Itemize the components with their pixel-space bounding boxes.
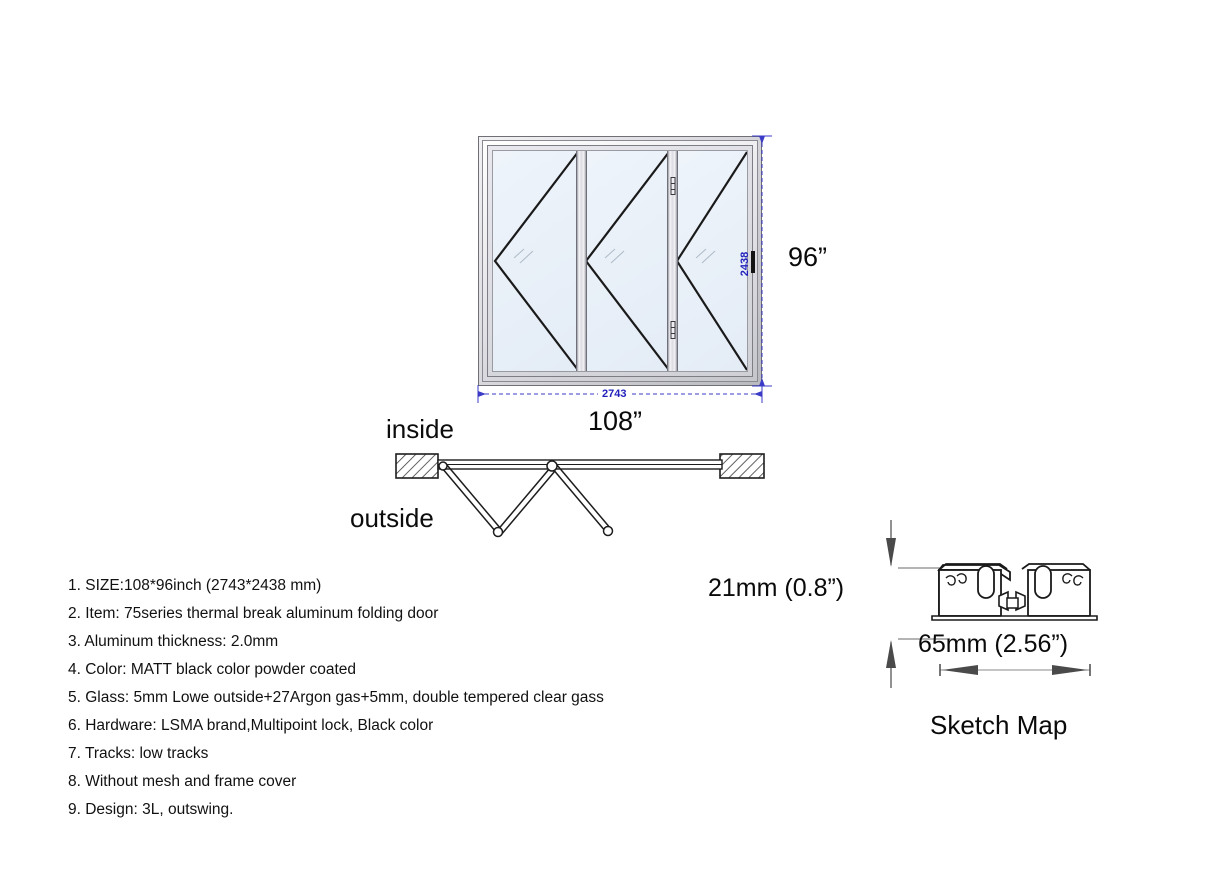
profile-height-dimension <box>886 520 950 688</box>
height-dimension-mm: 2438 <box>739 251 751 277</box>
label-outside: outside <box>350 503 434 533</box>
door-leaf-1 <box>493 151 578 371</box>
door-handle <box>751 251 755 273</box>
wall-block-left <box>395 453 439 479</box>
multipoint-lock-icon-upper <box>670 177 675 195</box>
folded-panels <box>441 464 612 536</box>
profile-width-dimension <box>939 664 1091 676</box>
label-inside: inside <box>386 414 454 444</box>
height-dimension-line <box>752 135 772 387</box>
spec-item: 5. Glass: 5mm Lowe outside+27Argon gas+5… <box>68 689 604 706</box>
spec-item: 1. SIZE:108*96inch (2743*2438 mm) <box>68 577 322 594</box>
mullion-2 <box>667 151 678 371</box>
spec-item: 9. Design: 3L, outswing. <box>68 801 234 818</box>
profile-section-view <box>860 520 1205 750</box>
hinge-pivots <box>438 460 614 538</box>
plan-section-view <box>380 440 780 550</box>
multipoint-lock-icon-lower <box>670 321 675 339</box>
height-dimension-inch: 96” <box>788 242 828 272</box>
spec-item: 7. Tracks: low tracks <box>68 745 209 762</box>
wall-block-right <box>719 453 765 479</box>
glazing-area <box>492 150 755 372</box>
profile-width-label: 65mm (2.56”) <box>918 630 1069 658</box>
glass-reflection-2 <box>602 247 628 265</box>
spec-item: 4. Color: MATT black color powder coated <box>68 661 357 678</box>
front-elevation-view <box>478 136 762 386</box>
profile-height-label: 21mm (0.8”) <box>708 574 845 602</box>
mullion-1 <box>576 151 587 371</box>
door-leaf-3 <box>675 151 747 371</box>
spec-item: 8. Without mesh and frame cover <box>68 773 297 790</box>
glass-reflection-3 <box>693 247 719 265</box>
glass-reflection-1 <box>511 247 537 265</box>
track-line <box>437 459 723 470</box>
spec-item: 3. Aluminum thickness: 2.0mm <box>68 633 279 650</box>
aluminum-track-profile <box>931 563 1098 621</box>
sketch-map-title: Sketch Map <box>930 710 1068 740</box>
spec-item: 2. Item: 75series thermal break aluminum… <box>68 605 439 622</box>
specification-list: 1. SIZE:108*96inch (2743*2438 mm) 2. Ite… <box>68 572 768 824</box>
width-dimension-mm: 2743 <box>598 388 631 400</box>
spec-item: 6. Hardware: LSMA brand,Multipoint lock,… <box>68 717 434 734</box>
width-dimension-inch: 108” <box>588 406 643 436</box>
door-leaf-2 <box>584 151 669 371</box>
